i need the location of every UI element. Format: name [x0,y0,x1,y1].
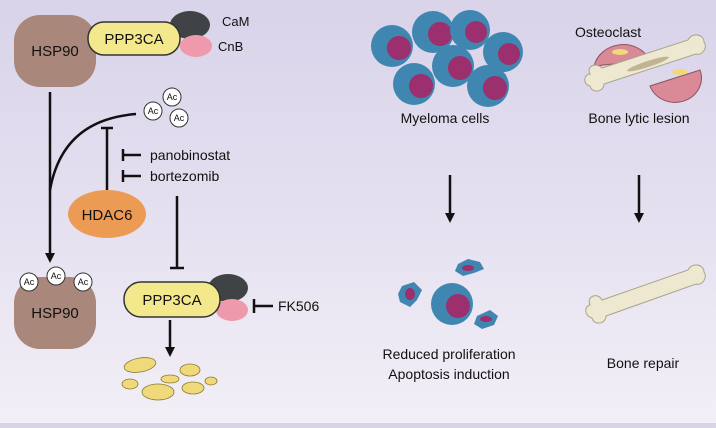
acetyl-group-top-2: Ac [143,101,163,121]
myeloma-cells-label: Myeloma cells [401,110,490,126]
osteoclast-label: Osteoclast [575,24,641,40]
hsp90-top-shape [14,15,96,87]
ppp3ca-top-shape [87,21,181,56]
apoptosis-induction-label: Apoptosis induction [388,366,509,382]
acetyl-group-top-3: Ac [169,108,189,128]
reduced-proliferation-label: Reduced proliferation [382,346,515,362]
cnb-bottom-shape [216,299,248,321]
cnb-label: CnB [218,39,243,54]
hsp90-bottom-label: HSP90 [31,305,79,322]
repaired-bone-illustration [585,264,706,324]
svg-text:Ac: Ac [78,277,89,287]
acetyl-group-bottom-3: Ac [73,272,93,292]
hsp90-top-label: HSP90 [31,43,79,60]
bone-repair-label: Bone repair [607,355,680,371]
deacetylation-curve [48,112,137,191]
acetyl-group-bottom-1: Ac [19,272,39,292]
hsp90-bottom-shape [14,277,96,349]
svg-text:Ac: Ac [51,271,62,281]
svg-text:Ac: Ac [24,277,35,287]
bortezomib-label: bortezomib [150,168,219,184]
svg-text:Ac: Ac [174,113,185,123]
svg-text:Ac: Ac [148,106,159,116]
apoptotic-cells [398,259,498,329]
hdac6-label: HDAC6 [82,207,133,224]
bone-lytic-lesion-label: Bone lytic lesion [588,110,689,126]
cnb-top-shape [180,35,212,57]
degraded-fragments [121,357,218,401]
cam-top-shape [170,11,210,39]
bone-lesion-illustration [584,34,706,103]
ppp3ca-top-label: PPP3CA [104,31,163,48]
acetyl-group-top-1: Ac [162,87,182,107]
cam-label: CaM [222,14,249,29]
ppp3ca-bottom-label: PPP3CA [142,292,201,309]
svg-text:Ac: Ac [167,92,178,102]
ppp3ca-bottom-shape [123,281,221,318]
acetyl-group-bottom-2: Ac [46,266,66,286]
myeloma-cell-cluster [371,10,523,107]
fk506-label: FK506 [278,298,319,314]
panobinostat-label: panobinostat [150,147,230,163]
hdac6-shape [68,190,146,238]
